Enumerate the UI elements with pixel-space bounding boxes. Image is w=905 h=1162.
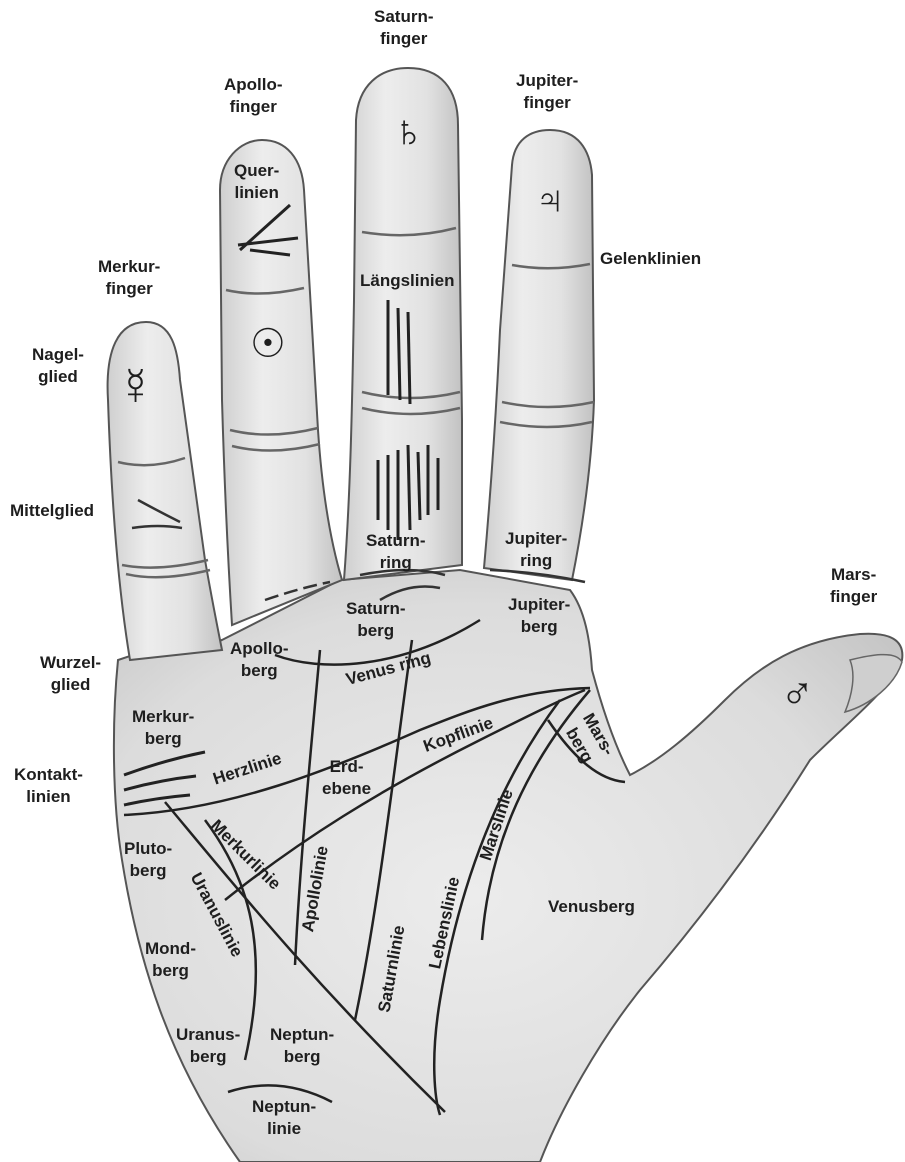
merkur-symbol-icon: ☿	[116, 358, 155, 416]
neptunberg-label: Neptun-berg	[270, 1024, 334, 1068]
saturnberg-label: Saturn-berg	[346, 598, 406, 642]
apollo-symbol-icon: ☉	[250, 322, 286, 366]
merkurberg-label: Merkur-berg	[132, 706, 194, 750]
apolloberg-label: Apollo-berg	[230, 638, 289, 682]
jupiter-symbol-icon: ♃	[535, 178, 565, 222]
jupiter-ring-label: Jupiter-ring	[505, 528, 567, 572]
mars-symbol-icon: ♂	[780, 668, 815, 718]
jupiter-finger-label: Jupiter-finger	[516, 70, 578, 114]
mars-finger-label: Mars-finger	[830, 564, 877, 608]
erdebene-label: Erd-ebene	[322, 756, 371, 800]
nagelglied-label: Nagel-glied	[32, 344, 84, 388]
laengslinien-label: Längslinien	[360, 270, 454, 292]
uranusberg-label: Uranus-berg	[176, 1024, 240, 1068]
merkur-finger-label: Merkur-finger	[98, 256, 160, 300]
neptunlinie-label: Neptun-linie	[252, 1096, 316, 1140]
venusberg-label: Venusberg	[548, 896, 635, 918]
gelenklinien-label: Gelenklinien	[600, 248, 701, 270]
plutoberg-label: Pluto-berg	[124, 838, 172, 882]
mittelglied-label: Mittelglied	[10, 500, 94, 522]
apollo-finger-label: Apollo-finger	[224, 74, 283, 118]
saturn-ring-label: Saturn-ring	[366, 530, 426, 574]
jupiterberg-label: Jupiter-berg	[508, 594, 570, 638]
wurzelglied-label: Wurzel-glied	[40, 652, 101, 696]
mars-finger-nail	[845, 655, 902, 712]
querlinien-label: Quer-linien	[234, 160, 279, 204]
kontaktlinien-label: Kontakt-linien	[14, 764, 83, 808]
saturn-symbol-icon: ♄	[392, 108, 425, 156]
saturn-finger-label: Saturn-finger	[374, 6, 434, 50]
mondberg-label: Mond-berg	[145, 938, 196, 982]
